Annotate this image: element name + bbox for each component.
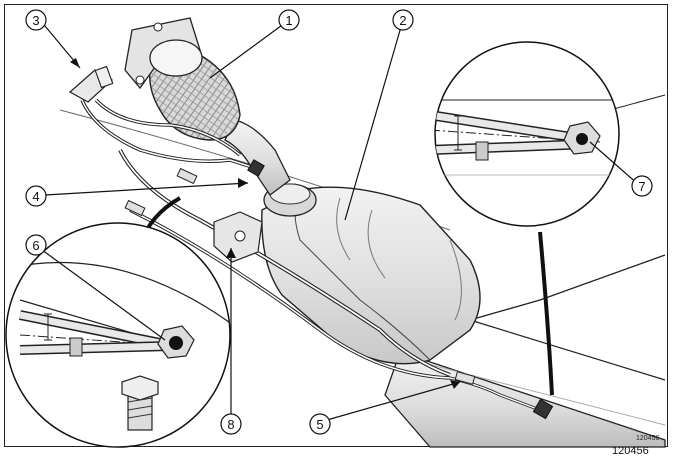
svg-text:2: 2	[399, 13, 406, 28]
leader-lines	[37, 19, 641, 423]
svg-text:6: 6	[32, 238, 39, 253]
bracket	[213, 211, 263, 263]
detail-view-right	[434, 41, 620, 227]
figure-reference-number: 120456	[612, 445, 649, 457]
arrow-head-8	[226, 248, 236, 258]
arrow-head-4	[238, 178, 248, 188]
callout-2: 2	[392, 9, 414, 31]
callout-1: 1	[278, 9, 300, 31]
sensor-cables	[68, 65, 554, 420]
tail-pipe	[384, 254, 666, 448]
callout-6: 6	[25, 234, 47, 256]
inner-reference-number: 120456	[636, 435, 659, 442]
svg-text:7: 7	[638, 179, 645, 194]
arrow-head-3	[70, 58, 80, 68]
svg-text:5: 5	[316, 417, 323, 432]
arrow-head-5	[450, 380, 460, 389]
svg-text:4: 4	[32, 189, 39, 204]
callout-8: 8	[220, 413, 242, 435]
callout-4: 4	[25, 185, 47, 207]
svg-text:3: 3	[32, 13, 39, 28]
callout-5: 5	[309, 413, 331, 435]
callout-3: 3	[25, 9, 47, 31]
svg-text:8: 8	[227, 417, 234, 432]
zoom-pointer-right	[538, 231, 554, 396]
svg-text:1: 1	[285, 13, 292, 28]
callout-7: 7	[631, 175, 653, 197]
particle-filter	[261, 183, 481, 365]
flexible-pipe	[124, 17, 291, 196]
detail-view-left	[5, 222, 231, 448]
